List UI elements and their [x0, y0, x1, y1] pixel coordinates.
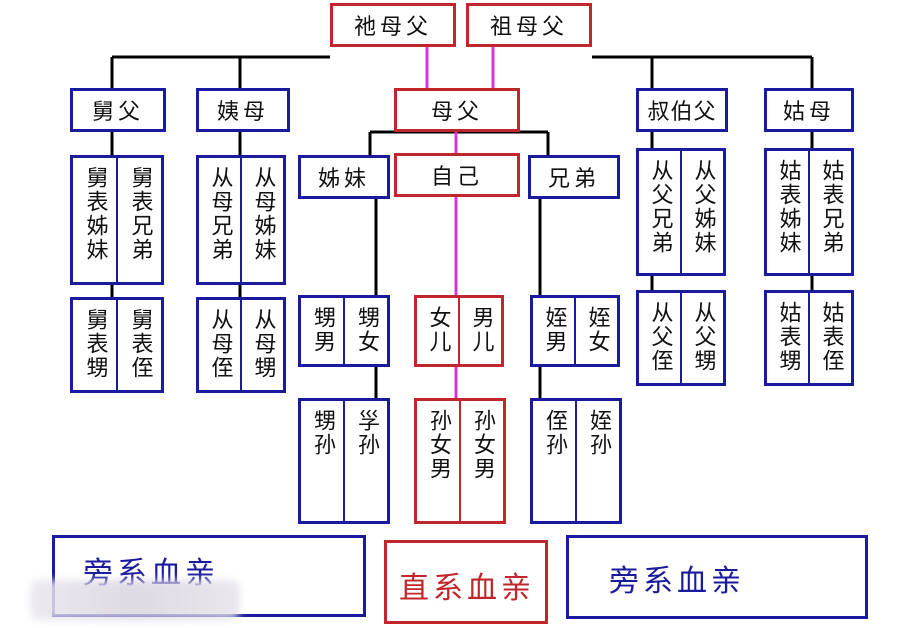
aunt-cousins-pair: 从母兄弟 从母姊妹: [196, 155, 286, 285]
legend-direct-label: 直系血亲: [399, 571, 535, 606]
blurred-watermark: [30, 580, 240, 620]
maternal-cousin-sister: 舅表姊妹: [82, 166, 108, 262]
sister-grandchildren-pair: 甥孙 㜽孙: [298, 398, 390, 524]
self-box: 自己: [394, 153, 520, 197]
maternal-cousin-brother: 舅表兄弟: [127, 166, 153, 262]
paternal-uncle-box: 叔伯父: [636, 88, 728, 132]
own-grandchildren-pair: 孙女男 孙女男: [414, 398, 506, 524]
own-children-pair: 女儿 男儿: [414, 295, 504, 367]
legend-collateral-right: 旁系血亲: [566, 535, 868, 619]
aunt-cousin-sister: 从母姊妹: [250, 166, 276, 262]
maternal-uncle-label: 舅父: [91, 100, 144, 125]
brothers-box: 兄弟: [528, 155, 620, 199]
paternal-aunt-cousin-nephew-zhi: 姑表侄: [818, 301, 844, 373]
brother-grandson: 侄孙: [542, 409, 567, 457]
paternal-cousin-nephew-zhi: 从父侄: [647, 301, 673, 373]
maternal-cousins-pair: 舅表姊妹 舅表兄弟: [70, 155, 164, 285]
parents-label: 母父: [430, 100, 483, 125]
sisters-label: 姊妹: [317, 167, 370, 192]
maternal-aunt-box: 姨母: [196, 88, 290, 132]
granddaughter: 孙女男: [426, 409, 451, 481]
paternal-cousins-pair: 从父兄弟 从父姊妹: [636, 148, 726, 276]
aunt-cousin-nephew-sheng: 从母甥: [250, 308, 276, 380]
maternal-uncle-box: 舅父: [70, 88, 166, 132]
paternal-aunt-cousins-pair: 姑表姊妹 姑表兄弟: [764, 148, 854, 276]
maternal-aunt-label: 姨母: [216, 100, 269, 125]
paternal-aunt-cousin-nephew-sheng: 姑表甥: [775, 301, 801, 373]
brother-children-pair: 姪男 姪女: [530, 295, 620, 367]
paternal-cousin-brother: 从父兄弟: [647, 159, 673, 255]
paternal-aunt-cousin-sister: 姑表姊妹: [775, 159, 801, 255]
maternal-cousin-children-pair: 舅表甥 舅表侄: [70, 297, 164, 393]
great-grandparents-box: 祂母父: [330, 3, 456, 47]
brother-grandchildren-pair: 侄孙 姪孙: [530, 398, 622, 524]
aunt-cousin-brother: 从母兄弟: [207, 166, 233, 262]
sister-children-pair: 甥男 甥女: [298, 295, 390, 367]
sisters-box: 姊妹: [298, 155, 390, 199]
legend-collateral-right-label: 旁系血亲: [609, 564, 745, 599]
brothers-label: 兄弟: [547, 167, 600, 192]
paternal-aunt-cousin-brother: 姑表兄弟: [818, 159, 844, 255]
brother-son: 姪男: [541, 306, 567, 354]
brother-daughter: 姪女: [584, 306, 610, 354]
paternal-aunt-box: 姑母: [764, 88, 854, 132]
legend-direct: 直系血亲: [384, 540, 548, 624]
sister-son: 甥男: [310, 306, 335, 354]
self-label: 自己: [430, 165, 483, 190]
daughter: 女儿: [425, 306, 451, 354]
sister-daughter: 甥女: [354, 306, 379, 354]
paternal-aunt-cousin-children-pair: 姑表甥 姑表侄: [764, 290, 854, 386]
sister-grandson: 甥孙: [310, 409, 335, 457]
paternal-uncle-label: 叔伯父: [647, 100, 717, 125]
maternal-cousin-nephew-zhi: 舅表侄: [127, 308, 153, 380]
brother-granddaughter: 姪孙: [586, 409, 611, 457]
parents-box: 母父: [394, 88, 520, 132]
aunt-cousin-nephew-zhi: 从母侄: [207, 308, 233, 380]
son: 男儿: [468, 306, 494, 354]
paternal-aunt-label: 姑母: [782, 100, 835, 125]
maternal-cousin-nephew-sheng: 舅表甥: [82, 308, 108, 380]
aunt-cousin-children-pair: 从母侄 从母甥: [196, 297, 286, 393]
paternal-cousin-children-pair: 从父侄 从父甥: [636, 290, 726, 386]
sister-granddaughter: 㜽孙: [354, 409, 379, 457]
paternal-cousin-nephew-sheng: 从父甥: [690, 301, 716, 373]
grandson: 孙女男: [470, 409, 495, 481]
grandparents-box: 祖母父: [466, 3, 592, 47]
paternal-cousin-sister: 从父姊妹: [690, 159, 716, 255]
grandparents-label: 祖母父: [489, 15, 568, 40]
great-grandparents-label: 祂母父: [353, 15, 432, 40]
